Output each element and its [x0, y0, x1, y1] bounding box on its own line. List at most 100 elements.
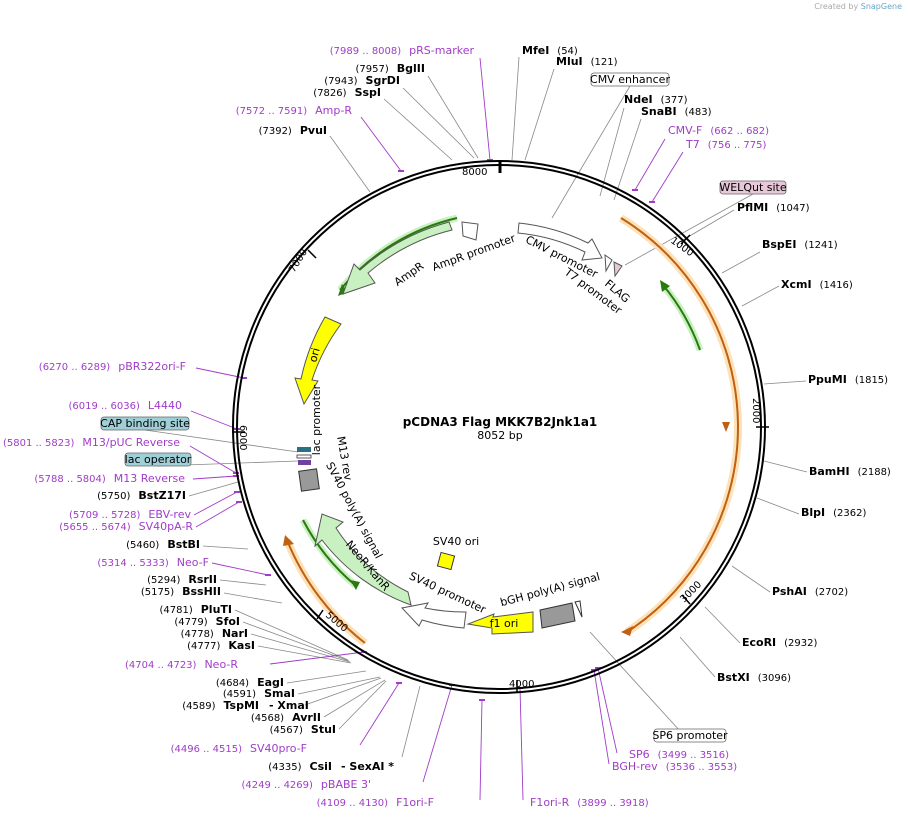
restriction-site-label: XcmI(1416): [781, 278, 853, 291]
site-position: (483): [685, 107, 712, 118]
site-name: BglII: [397, 62, 425, 75]
neo-green-arc: [302, 519, 356, 586]
neor-feature: [314, 513, 412, 606]
restriction-site-label: (7957)BglII: [356, 62, 425, 75]
primer-leader: [479, 57, 491, 161]
primer-position: (3536 .. 3553): [666, 762, 738, 773]
primer-name: pBR322ori-F: [118, 360, 186, 373]
primer-label: (5709 .. 5728)EBV-rev: [69, 508, 191, 521]
restriction-site-label: BspEI(1241): [762, 238, 838, 251]
feature-box-label: lac operator: [125, 453, 192, 466]
site-leader: [338, 680, 387, 730]
site-name: MluI: [556, 55, 583, 68]
primer-label: F1ori-R(3899 .. 3918): [530, 796, 649, 809]
box-leader: [624, 193, 754, 266]
site-leader: [234, 609, 349, 661]
site-leader: [721, 251, 761, 274]
lac-promoter-feature: [296, 454, 312, 459]
site-leader: [202, 545, 249, 550]
site-leader: [599, 107, 625, 197]
primer-leader: [195, 501, 240, 528]
primer-position: (5655 .. 5674): [59, 522, 131, 533]
cap-site-feature: [297, 447, 311, 452]
feature-label: AmpR: [392, 259, 427, 289]
restriction-site-label: MfeI(54): [522, 44, 578, 57]
site-leader: [731, 565, 771, 593]
site-leader: [188, 481, 239, 497]
site-name: KasI: [228, 639, 255, 652]
feature-label: bGH poly(A) signal: [499, 570, 602, 609]
primer-position: (5314 .. 5333): [97, 558, 169, 569]
site-position: (1416): [820, 280, 853, 291]
site-position: (1047): [776, 203, 809, 214]
box-leader: [551, 85, 631, 219]
primer-name: Neo-F: [177, 556, 209, 569]
primer-name: M13/pUC Reverse: [82, 436, 180, 449]
primer-name: SV40pA-R: [139, 520, 194, 533]
primer-leader: [519, 687, 524, 801]
site-position: (2188): [858, 467, 891, 478]
site-name: EcoRI: [742, 636, 776, 649]
tick-label-6000: 6000: [237, 425, 248, 450]
site-name: BlpI: [801, 506, 825, 519]
orf-arrow-mid: [722, 422, 730, 432]
site-leader: [402, 87, 475, 159]
primer-position: (6019 .. 6036): [68, 401, 140, 412]
restriction-site-label: (4589)TspMI: [182, 699, 259, 712]
right-green-arrow: [660, 280, 670, 292]
feature-box: [653, 728, 727, 743]
primer-position: (3499 .. 3516): [658, 750, 730, 761]
tick-label-4000: 4000: [509, 679, 534, 690]
primer-position: (4496 .. 4515): [171, 744, 243, 755]
restriction-site-label: (4779)SfoI: [174, 615, 240, 628]
primer-name: Neo-R: [204, 658, 238, 671]
ampr-promoter-feature: [461, 221, 479, 241]
primer-label: (4249 .. 4269)pBABE 3': [242, 778, 372, 791]
feature-label: lac promoter: [310, 384, 323, 455]
restriction-site-label: (7392)PvuI: [259, 124, 327, 137]
primer-position: (7572 .. 7591): [236, 106, 308, 117]
plasmid-length: 8052 bp: [477, 429, 522, 442]
primer-name: L4440: [148, 399, 182, 412]
bgh-polya-feature: [539, 602, 576, 629]
restriction-site-label: (4568)AvrII: [251, 711, 321, 724]
primer-label: (5801 .. 5823) M13/pUC Reverse: [3, 436, 180, 449]
restriction-site-label: BlpI(2362): [801, 506, 866, 519]
restriction-site-label: SnaBI(483): [641, 105, 712, 118]
site-leader: [511, 56, 520, 161]
site-leader: [383, 98, 453, 161]
site-position: (7826): [313, 88, 346, 99]
restriction-site-label: (7826)SspI: [313, 86, 381, 99]
primer-leader: [422, 684, 453, 783]
primer-name: T7: [685, 138, 700, 151]
primer-name: pBABE 3': [321, 778, 371, 791]
restriction-site-label: (4567)StuI: [270, 723, 336, 736]
snapgene-brand: SnapGene: [860, 2, 902, 11]
site-leader: [675, 209, 735, 245]
site-position: (4567): [270, 725, 303, 736]
site-position: (4335): [268, 762, 301, 773]
primer-position: (5801 .. 5823): [3, 438, 75, 449]
right-green-arc: [662, 284, 701, 351]
site-position: (4684): [216, 678, 249, 689]
site-name: PflMI: [737, 201, 768, 214]
site-name: RsrII: [188, 573, 217, 586]
tick-marks: [232, 234, 769, 693]
restriction-site-label: MluI(121): [556, 55, 618, 68]
sv40-polya-feature: [298, 468, 320, 492]
orf-arc-right: [620, 217, 739, 633]
site-leader: [401, 685, 421, 758]
site-leader: [242, 621, 350, 662]
site-name: BstXI: [717, 671, 750, 684]
restriction-site-label: PshAI(2702): [772, 585, 848, 598]
tick-label-8000: 8000: [462, 167, 487, 178]
restriction-site-label: (5175)BssHII: [141, 585, 221, 598]
primer-label: (4109 .. 4130)F1ori-F: [317, 796, 434, 809]
primer-leader: [211, 562, 269, 576]
label-leaders: [144, 56, 808, 801]
primer-position: (5709 .. 5728): [69, 510, 141, 521]
site-name: BspEI: [762, 238, 796, 251]
credit-text: Created by: [814, 2, 859, 11]
site-leader: [756, 497, 800, 515]
site-position: (3096): [758, 673, 791, 684]
